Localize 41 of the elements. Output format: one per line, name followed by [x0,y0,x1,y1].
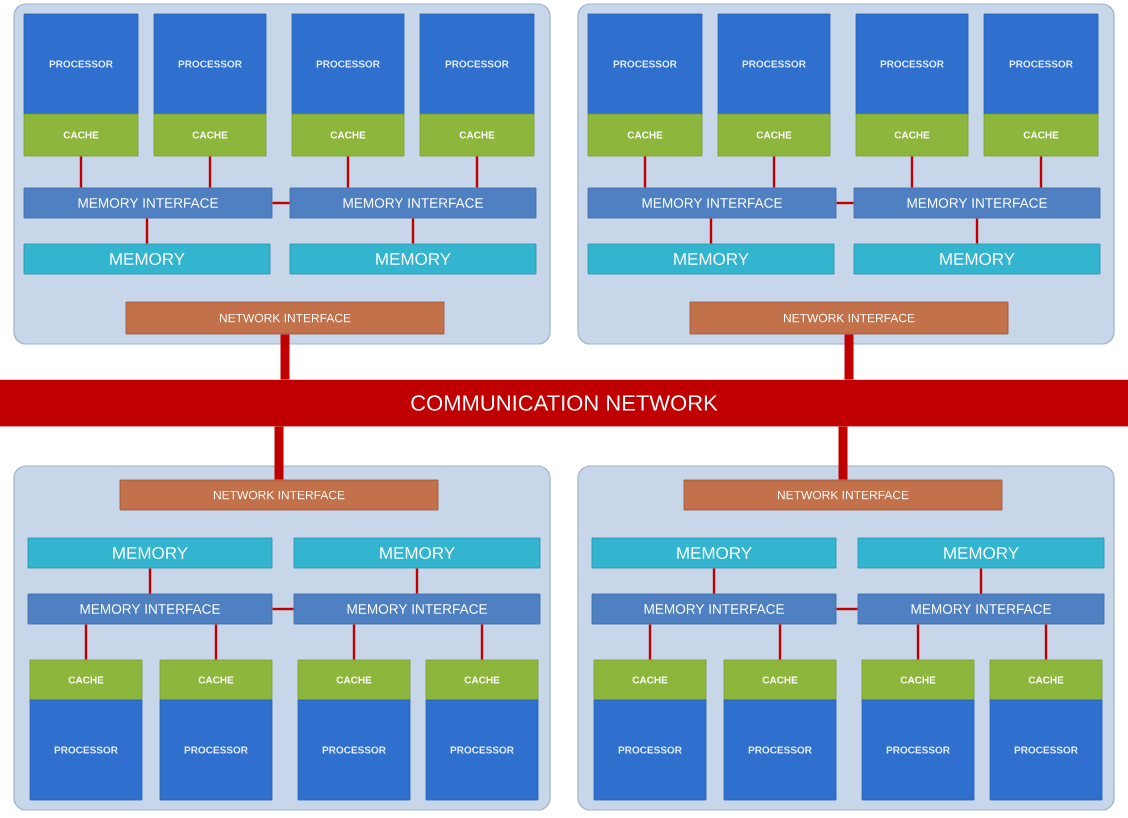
connector-line [643,156,647,188]
connector-line [648,624,652,660]
memory-box: MEMORY [289,243,537,275]
connector-line [208,156,212,188]
memory-box: MEMORY [23,243,271,275]
memory-box: MEMORY [293,537,541,569]
connector-line [836,201,854,205]
connector-line [411,218,415,244]
connector-line [838,426,848,480]
connector-line [272,201,290,205]
connector-line [979,568,983,594]
connector-line [148,568,152,594]
connector-line [214,624,218,660]
connector-line [274,426,284,480]
connector-line [79,156,83,188]
connector-line [346,156,350,188]
connector-line [415,568,419,594]
memory-box: MEMORY [27,537,273,569]
connector-line [1039,156,1043,188]
connector-line [84,624,88,660]
connector-line [975,218,979,244]
connector-line [916,624,920,660]
memory-box: MEMORY [591,537,837,569]
memory-box: MEMORY [853,243,1101,275]
connector-line [844,334,854,380]
connector-line [778,624,782,660]
connector-line [475,156,479,188]
network-band: COMMUNICATION NETWORK [0,379,1128,427]
memory-box: MEMORY [857,537,1105,569]
connector-line [480,624,484,660]
connector-line [910,156,914,188]
connector-line [712,568,716,594]
connector-line [352,624,356,660]
connector-line [272,607,294,611]
memory-box: MEMORY [587,243,835,275]
connector-line [1044,624,1048,660]
connector-line [280,334,290,380]
connector-line [145,218,149,244]
connector-line [836,607,858,611]
connector-line [772,156,776,188]
connector-line [709,218,713,244]
